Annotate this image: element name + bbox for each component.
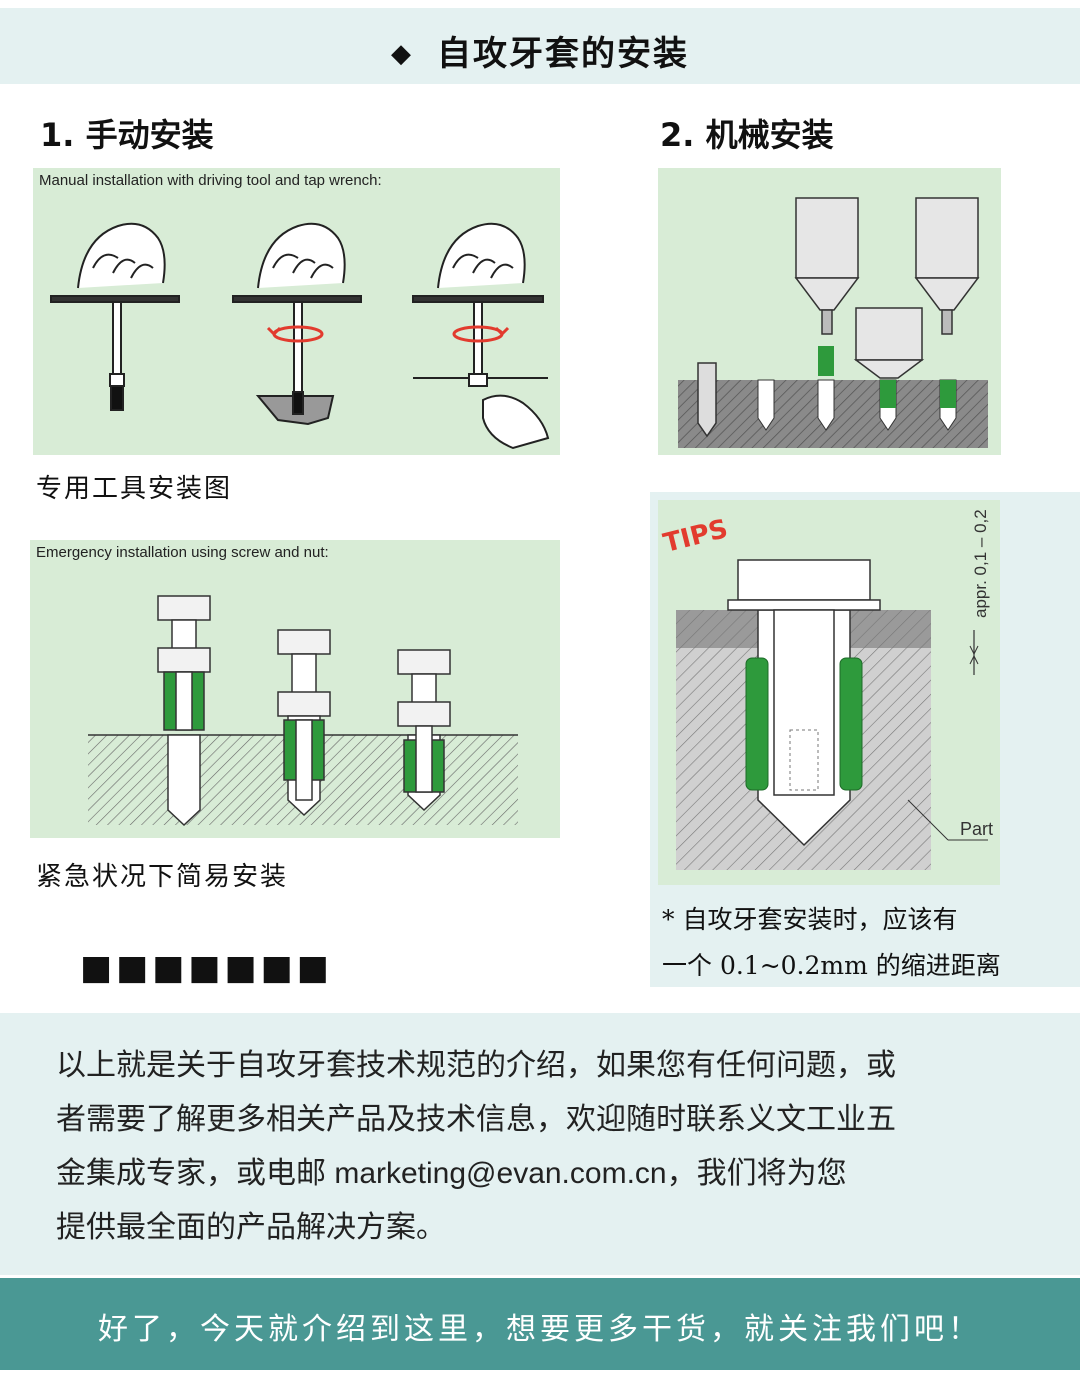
emergency-install-illustration	[88, 595, 518, 827]
tips-note: * 自攻牙套安装时，应该有 一个 0.1~0.2mm 的缩进距离	[662, 905, 1001, 980]
machine-install-illustration	[678, 197, 988, 448]
part-label: Part	[960, 819, 993, 839]
machine-head-1	[794, 197, 860, 335]
ellipsis-dots: ■■■■■■■	[80, 948, 333, 988]
footer-band: 好了，今天就介绍到这里，想要更多干货，就关注我们吧！	[0, 1278, 1080, 1370]
machine-install-figure	[658, 168, 1001, 455]
drill-bit	[697, 362, 717, 438]
manual-install-figure: Manual installation with driving tool an…	[33, 168, 560, 455]
title-band: ◆自攻牙套的安装	[0, 8, 1080, 84]
machine-install-heading: 2. 机械安装	[660, 116, 834, 154]
manual-figure-caption: Manual installation with driving tool an…	[39, 172, 382, 189]
screw-nut-assembly-1	[157, 595, 211, 827]
page-title: ◆自攻牙套的安装	[391, 34, 689, 74]
emergency-figure-caption: Emergency installation using screw and n…	[36, 544, 329, 561]
intro-paragraph: 以上就是关于自攻牙套技术规范的介绍，如果您有任何问题，或 者需要了解更多相关产品…	[56, 1049, 896, 1244]
dimension-label: appr. 0,1 – 0,2	[971, 509, 990, 618]
manual-install-caption: 专用工具安装图	[36, 474, 233, 504]
screw-nut-assembly-2	[277, 629, 331, 817]
machine-head-2	[853, 307, 925, 379]
screw-nut-assembly-3	[397, 649, 451, 812]
manual-install-heading: 1. 手动安装	[40, 116, 214, 154]
manual-install-illustration	[50, 222, 550, 450]
emergency-install-figure: Emergency installation using screw and n…	[30, 540, 560, 838]
diamond-icon: ◆	[391, 39, 413, 69]
hand-with-tool-1	[50, 222, 180, 411]
hand-with-tool-2	[232, 222, 362, 426]
intro-band: 以上就是关于自攻牙套技术规范的介绍，如果您有任何问题，或 者需要了解更多相关产品…	[0, 1013, 1080, 1275]
machine-head-3	[914, 197, 980, 335]
emergency-install-caption: 紧急状况下简易安装	[36, 862, 289, 892]
tips-illustration: Part appr. 0,1 – 0,2 TIPS	[658, 500, 1000, 885]
tips-box: Part appr. 0,1 – 0,2 TIPS * 自攻牙套安装时，应该有 …	[650, 492, 1080, 987]
hand-with-tool-3	[412, 222, 550, 450]
closing-message: 好了，今天就介绍到这里，想要更多干货，就关注我们吧！	[98, 1312, 982, 1347]
